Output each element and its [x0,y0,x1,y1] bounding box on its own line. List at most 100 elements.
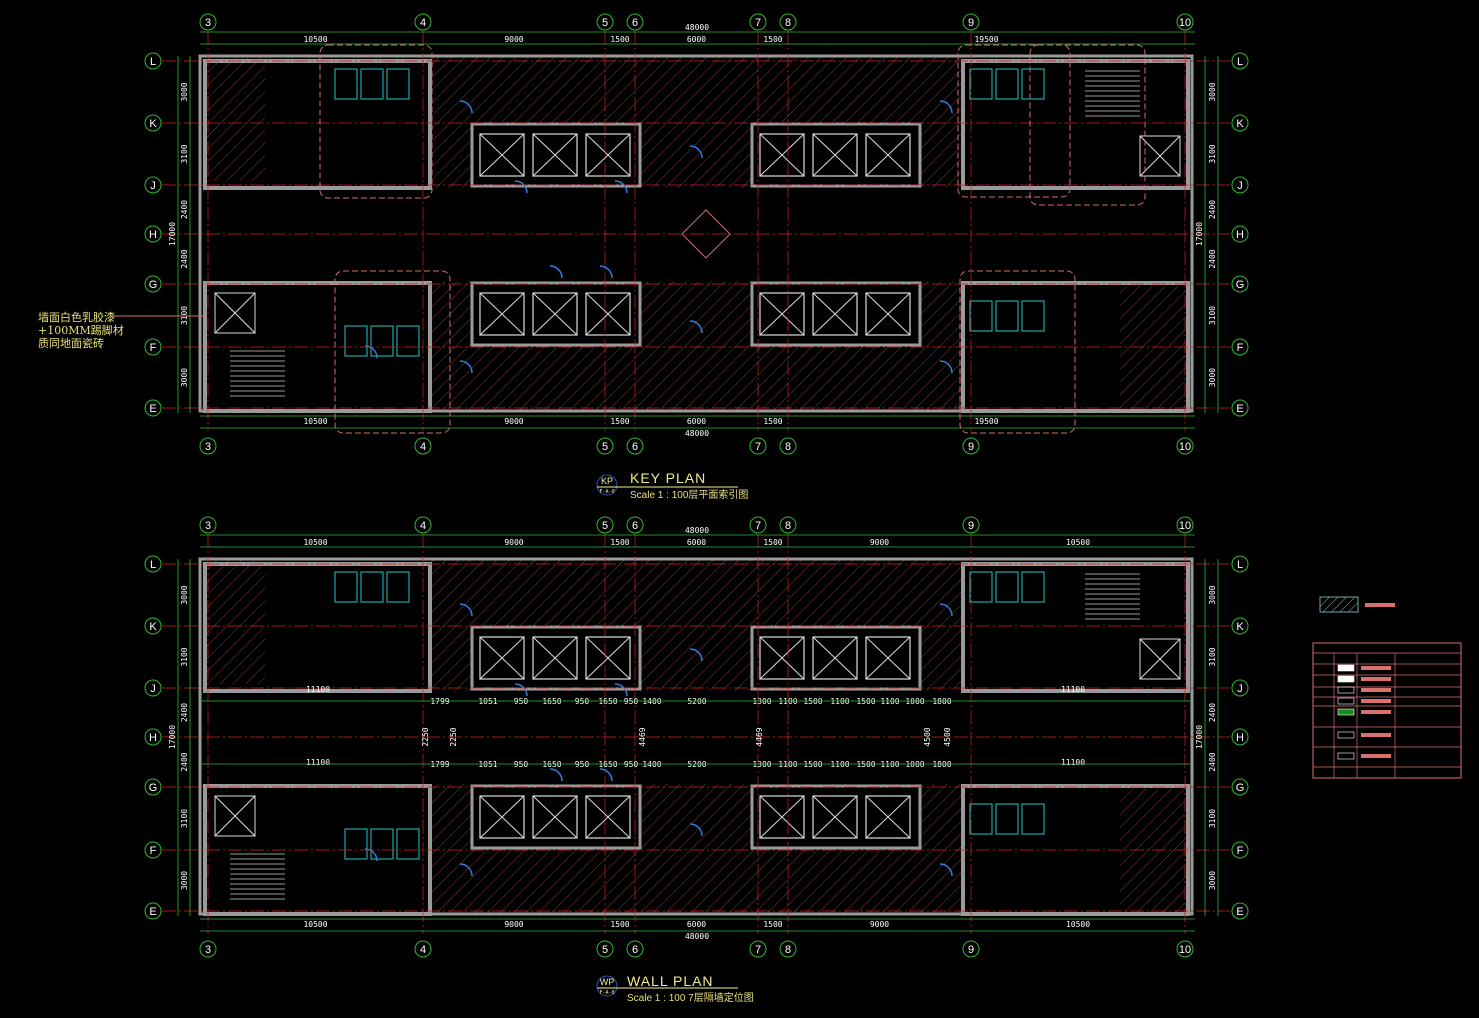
grid-label-G: G [1236,782,1245,794]
elevator-car-cross [532,292,578,336]
grid-label-H: H [149,229,157,241]
plan-badge-code: KP [601,476,613,486]
dimension-text: 3100 [180,809,189,828]
elevator-shaft-cross [214,795,256,837]
elevator-car-cross [479,795,525,839]
elevator-bank [470,784,642,850]
door-swing [514,683,528,697]
dimension-text: 2400 [1208,752,1217,771]
grid-bubble [1231,338,1249,356]
grid-label-7: 7 [755,944,761,956]
grid-label-E: E [149,906,156,918]
elevator-car [812,636,858,680]
toilet-stall [334,571,358,603]
toilet-stall [995,571,1019,603]
hatched-area [205,559,265,684]
grid-bubble [962,940,980,958]
band-dimension-text: 5200 [687,697,706,706]
plan-badge-code: WP [600,977,615,987]
band-dimension-text: 5200 [687,760,706,769]
grid-bubble [962,516,980,534]
grid-bubble [779,940,797,958]
dimension-text: 6000 [687,538,706,547]
legend-label-bar [1365,603,1395,607]
dimension-text: 19500 [974,417,998,426]
dimension-text: 10500 [303,538,327,547]
dimension-text: 3000 [180,368,189,387]
grid-label-L: L [150,56,156,68]
detail-callout-box [959,270,1076,434]
grid-label-7: 7 [755,520,761,532]
detail-callout-box [319,44,433,199]
band-dimension-text: 1500 [803,760,822,769]
toilet-stall [995,300,1019,332]
grid-label-F: F [1237,845,1244,857]
band-dimension-text: 1799 [430,697,449,706]
dimension-text: 3000 [1208,871,1217,890]
grid-bubble [1231,176,1249,194]
grid-label-H: H [1236,229,1244,241]
note-line: +100MM踢脚材 [38,324,124,337]
elevator-car-cross [812,292,858,336]
legend-swatch [1337,731,1355,739]
plan-badge-ref: F-A-0 [599,990,614,996]
elevator-car-cross [585,636,631,680]
door-swing [689,320,703,334]
elevator-car-cross [865,292,911,336]
grid-bubble [414,516,432,534]
legend-table-frame [1312,642,1462,779]
band-dimension-text: 950 [624,697,639,706]
legend-text-bar [1361,754,1391,758]
toilet-stall [1021,68,1045,100]
elevator-shaft [1139,638,1181,680]
dimension-text: 9000 [870,538,889,547]
elevator-car [479,795,525,839]
elevator-car-cross [865,795,911,839]
elevator-car-cross [479,133,525,177]
detail-callout-box [1029,44,1146,206]
elevator-car-cross [812,795,858,839]
dimension-text: 3100 [180,144,189,163]
grid-label-8: 8 [785,17,791,29]
dimension-text: 2400 [180,200,189,219]
elevator-car [585,292,631,336]
grid-bubble [414,437,432,455]
grid-label-10: 10 [1179,17,1191,29]
dimension-text: 1500 [763,538,782,547]
grid-label-J: J [1237,180,1243,192]
legend-text-bar [1361,666,1391,670]
grid-label-5: 5 [602,441,608,453]
overall-dimension-text: 17000 [168,222,177,246]
legend-text-bar [1361,733,1391,737]
grid-label-10: 10 [1179,944,1191,956]
band-dimension-text: 1650 [598,760,617,769]
band-dimension-text: 1800 [932,697,951,706]
band-dimension-text: 1650 [542,697,561,706]
grid-bubble [144,225,162,243]
legend-text-bar [1361,699,1391,703]
toilet-stall [360,571,384,603]
elevator-car [812,292,858,336]
band-dimension-text: 1650 [598,697,617,706]
grid-label-7: 7 [755,441,761,453]
grid-label-F: F [150,845,157,857]
overall-dimension-text: 17000 [168,725,177,749]
wall-plan-scale: Scale 1 : 100 7层隔墙定位图 [627,993,754,1004]
toilet-stall [370,325,394,357]
legend-swatch [1337,752,1355,760]
grid-bubble [144,679,162,697]
grid-label-3: 3 [205,520,211,532]
dimension-text: 1500 [610,35,629,44]
band-dimension-text: 4500 [943,727,952,746]
elevator-shaft [214,795,256,837]
elevator-car [759,636,805,680]
band-dimension-text: 1400 [642,760,661,769]
dimension-text: 1500 [763,920,782,929]
band-dimension-text: 1500 [856,760,875,769]
elevator-bank [750,122,922,188]
dimension-text: 3100 [180,647,189,666]
toilet-stall [370,828,394,860]
dimension-text: 3000 [1208,368,1217,387]
